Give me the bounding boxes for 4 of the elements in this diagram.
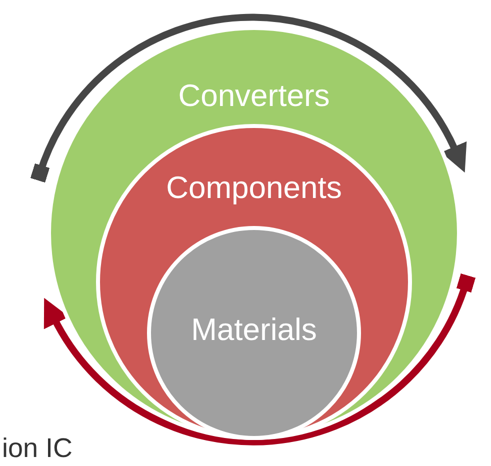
circle-label: Components bbox=[166, 170, 342, 206]
circle-label: Materials bbox=[191, 312, 317, 348]
circle-label: Converters bbox=[178, 78, 330, 114]
caption-text: ion IC bbox=[2, 433, 73, 464]
